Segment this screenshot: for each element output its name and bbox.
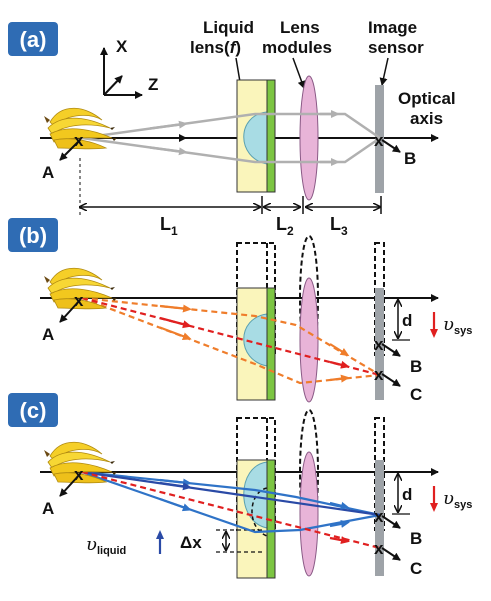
label-d-c: d — [402, 485, 412, 504]
rays-a — [81, 110, 381, 166]
image-point-b-a: x — [374, 131, 384, 150]
lens-fluid-b — [243, 313, 268, 367]
dimension-lines: L1 L2 L3 — [80, 158, 382, 238]
green-plate-b — [266, 287, 276, 401]
rays-c — [81, 470, 381, 550]
panel-badge-a — [8, 22, 58, 56]
lens-module-b — [299, 277, 319, 403]
image-sensor-label: Image — [368, 18, 417, 37]
point-A-c: A — [42, 499, 54, 518]
image-point-c-c: x — [374, 539, 384, 558]
delta-x-label: Δx — [180, 533, 202, 552]
optical-axis-label: Optical — [398, 89, 456, 108]
point-C-c: C — [410, 559, 422, 578]
point-B-c: B — [410, 529, 422, 548]
label-L1: L1 — [160, 214, 178, 238]
lens-fluid-c — [243, 461, 268, 529]
liquid-lens-f-label: lens(f) — [190, 38, 241, 57]
panel-label-a: (a) — [20, 27, 47, 52]
image-sensor-label-2: sensor — [368, 38, 424, 57]
v-sys-label-c: υsys — [443, 488, 472, 511]
axis-x-label: X — [116, 37, 128, 56]
axis-z-label: Z — [148, 75, 158, 94]
point-C-b: C — [410, 385, 422, 404]
point-B-b: B — [410, 357, 422, 376]
point-A-a: A — [42, 163, 54, 182]
v-sys-label-b: υsys — [443, 314, 472, 337]
image-point-c-b: x — [374, 365, 384, 384]
label-L2: L2 — [276, 214, 294, 238]
panel-b: (b) x A x B x C — [8, 218, 472, 404]
image-point-b-c: x — [374, 507, 384, 526]
panel-badge-c — [8, 393, 58, 427]
lens-module-c — [299, 451, 319, 577]
v-liquid-label: υliquid — [86, 534, 126, 557]
panel-label-b: (b) — [19, 223, 47, 248]
image-sensor-c — [375, 460, 384, 576]
lens-module-a — [299, 75, 319, 201]
liquid-lens-label: Liquid — [203, 18, 254, 37]
point-B-a: B — [404, 149, 416, 168]
green-plate-a — [266, 79, 276, 193]
optical-axis-label-2: axis — [410, 109, 443, 128]
panel-label-c: (c) — [20, 398, 47, 423]
label-L3: L3 — [330, 214, 348, 238]
rays-b — [81, 296, 381, 385]
image-point-b-b: x — [374, 335, 384, 354]
lens-modules-label: Lens — [280, 18, 320, 37]
panel-c: (c) Δx υliquid — [8, 393, 472, 579]
panel-a: (a) X Z Liquid lens(f) Lens modules Imag… — [8, 18, 456, 238]
lens-modules-label-2: modules — [262, 38, 332, 57]
panel-badge-b — [8, 218, 58, 252]
point-A-b: A — [42, 325, 54, 344]
label-d-b: d — [402, 311, 412, 330]
axes-indicator: X Z — [100, 37, 158, 99]
image-sensor-b — [375, 288, 384, 400]
